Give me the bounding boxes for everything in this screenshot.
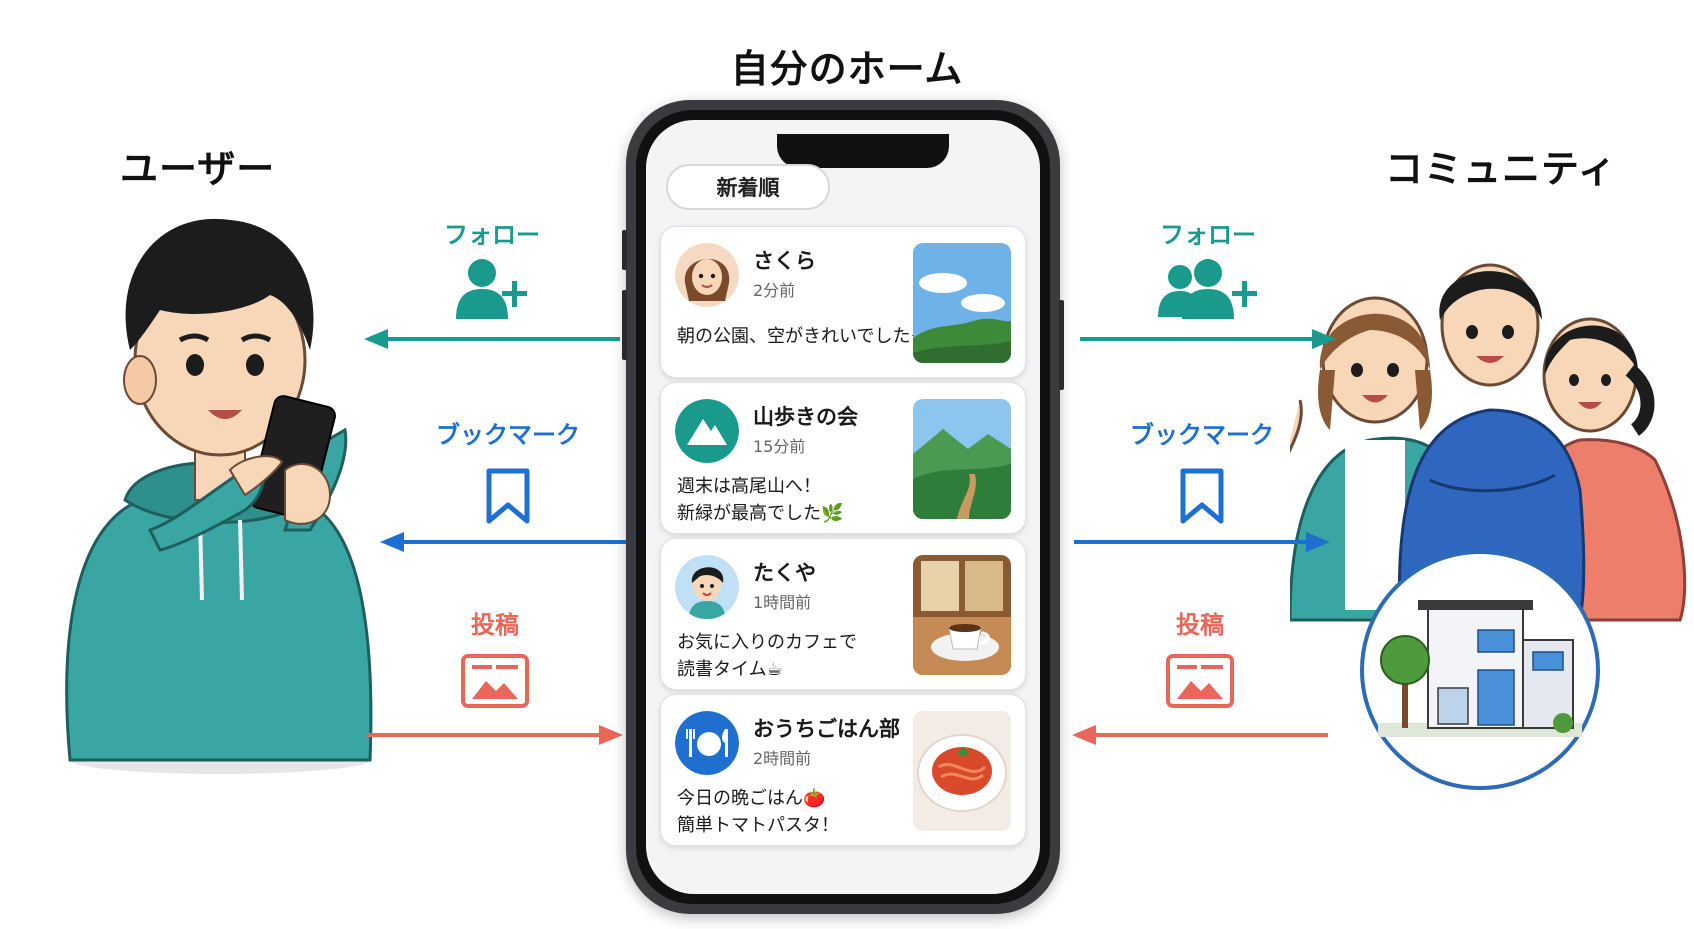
post-text-line-1: 朝の公園、空がきれいでした☀ bbox=[677, 326, 927, 347]
avatar[interactable] bbox=[675, 399, 739, 463]
right-follow-flow: フォロー bbox=[1078, 215, 1338, 349]
avatar[interactable] bbox=[675, 711, 739, 775]
right-post-flow: 投稿 bbox=[1070, 605, 1330, 745]
post-text-line-1: 週末は高尾山へ！ bbox=[677, 476, 821, 497]
community-title: コミュニティ bbox=[1385, 147, 1617, 191]
tomato-pasta-photo bbox=[913, 711, 1011, 831]
left-post-flow: 投稿 bbox=[365, 605, 625, 745]
phone-notch bbox=[777, 134, 949, 168]
post-author-name[interactable]: おうちごはん部 bbox=[753, 717, 900, 741]
post-author-name[interactable]: 山歩きの会 bbox=[753, 405, 858, 429]
post-text-line-2: 読書タイム☕ bbox=[677, 659, 783, 680]
post-text: 朝の公園、空がきれいでした☀ bbox=[677, 323, 927, 350]
left-bookmark-arrow bbox=[380, 532, 636, 552]
avatar[interactable] bbox=[675, 243, 739, 307]
right-bookmark-label: ブックマーク bbox=[1130, 421, 1274, 449]
post-timestamp: 15分前 bbox=[753, 437, 806, 456]
post-author-name[interactable]: さくら bbox=[753, 249, 816, 273]
left-follow-label: フォロー bbox=[444, 221, 540, 249]
post-photo[interactable] bbox=[913, 711, 1011, 831]
right-post-arrow bbox=[1072, 725, 1328, 745]
sort-newest-button[interactable]: 新着順 bbox=[666, 164, 830, 210]
fork-knife-plate-icon bbox=[675, 711, 739, 775]
phone-side-button bbox=[622, 230, 627, 270]
feed-post[interactable]: おうちごはん部 2時間前 今日の晩ごはん🍅 簡単トマトパスタ！ bbox=[660, 694, 1026, 846]
left-bookmark-flow: ブックマーク bbox=[378, 415, 638, 555]
post-timestamp: 2時間前 bbox=[753, 749, 812, 768]
left-follow-arrow bbox=[364, 329, 620, 349]
mountain-icon bbox=[675, 399, 739, 463]
post-photo[interactable] bbox=[913, 399, 1011, 519]
right-follow-label: フォロー bbox=[1160, 221, 1256, 249]
bookmark-icon bbox=[1180, 468, 1224, 524]
user-plus-icon bbox=[456, 259, 527, 319]
sakura-avatar-icon bbox=[675, 243, 739, 307]
phone-volume-button bbox=[622, 290, 627, 360]
photo-post-icon bbox=[1166, 654, 1234, 708]
smartphone: 新着順 さくら 2分前 朝の公園、空がきれいでした☀ bbox=[622, 100, 1064, 914]
building-circle-illustration bbox=[1360, 550, 1600, 790]
post-text-line-1: 今日の晩ごはん🍅 bbox=[677, 788, 826, 809]
post-text: 今日の晩ごはん🍅 簡単トマトパスタ！ bbox=[677, 785, 927, 839]
home-feed-screen: 新着順 さくら 2分前 朝の公園、空がきれいでした☀ bbox=[646, 120, 1040, 894]
left-post-arrow bbox=[367, 725, 623, 745]
group-plus-icon bbox=[1158, 259, 1257, 319]
bookmark-icon bbox=[486, 468, 530, 524]
right-bookmark-arrow bbox=[1074, 532, 1330, 552]
post-timestamp: 2分前 bbox=[753, 281, 796, 300]
post-author-name[interactable]: たくや bbox=[753, 561, 816, 585]
right-bookmark-flow: ブックマーク bbox=[1072, 415, 1332, 555]
cafe-coffee-photo bbox=[913, 555, 1011, 675]
post-photo[interactable] bbox=[913, 243, 1011, 363]
post-timestamp: 1時間前 bbox=[753, 593, 812, 612]
left-bookmark-label: ブックマーク bbox=[436, 421, 580, 449]
post-text-line-2: 簡単トマトパスタ！ bbox=[677, 815, 839, 836]
post-text: 週末は高尾山へ！ 新緑が最高でした🌿 bbox=[677, 473, 927, 527]
home-title: 自分のホーム bbox=[730, 47, 964, 91]
feed-post[interactable]: 山歩きの会 15分前 週末は高尾山へ！ 新緑が最高でした🌿 bbox=[660, 382, 1026, 534]
feed-post[interactable]: さくら 2分前 朝の公園、空がきれいでした☀ bbox=[660, 226, 1026, 378]
sky-park-photo bbox=[913, 243, 1011, 363]
phone-power-button bbox=[1059, 300, 1064, 390]
left-follow-flow: フォロー bbox=[362, 215, 622, 349]
left-post-label: 投稿 bbox=[471, 611, 519, 639]
post-text-line-1: お気に入りのカフェで bbox=[677, 632, 857, 653]
post-text-line-2: 新緑が最高でした🌿 bbox=[677, 503, 844, 524]
avatar[interactable] bbox=[675, 555, 739, 619]
user-title: ユーザー bbox=[120, 147, 276, 191]
feed-post[interactable]: たくや 1時間前 お気に入りのカフェで 読書タイム☕ bbox=[660, 538, 1026, 690]
mountain-trail-photo bbox=[913, 399, 1011, 519]
post-text: お気に入りのカフェで 読書タイム☕ bbox=[677, 629, 927, 683]
photo-post-icon bbox=[461, 654, 529, 708]
right-follow-arrow bbox=[1080, 329, 1336, 349]
takuya-avatar-icon bbox=[675, 555, 739, 619]
post-photo[interactable] bbox=[913, 555, 1011, 675]
right-post-label: 投稿 bbox=[1176, 611, 1224, 639]
user-illustration bbox=[65, 218, 373, 774]
